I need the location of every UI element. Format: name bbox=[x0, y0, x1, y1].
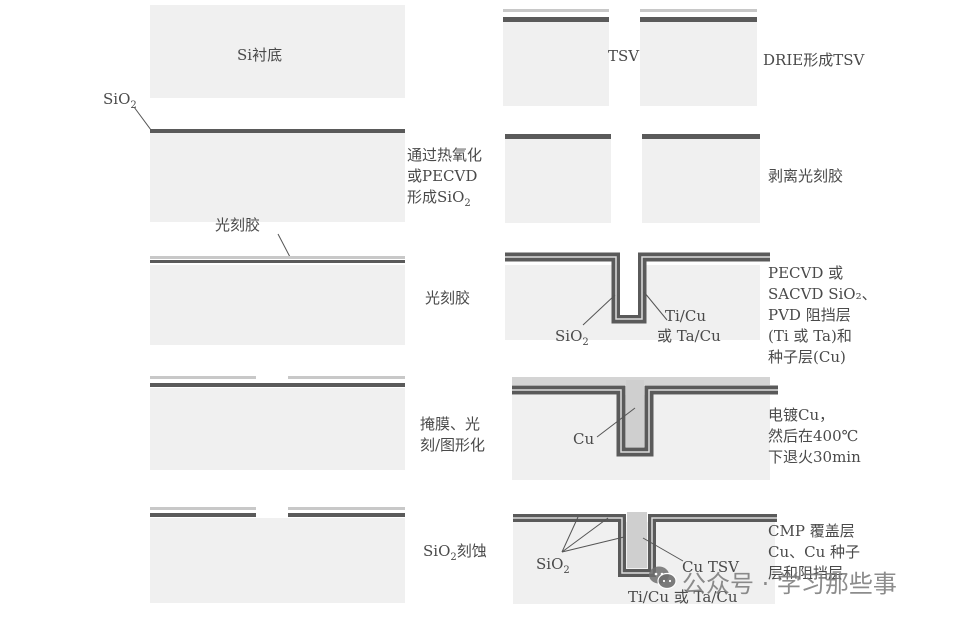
cu-label-step9: Cu bbox=[573, 430, 595, 448]
step4-description: 掩膜、光 刻/图形化 bbox=[420, 415, 486, 454]
si-left-step7 bbox=[505, 139, 611, 223]
photoresist-right-step6 bbox=[640, 9, 757, 12]
step10-description: CMP 覆盖层 Cu、Cu 种子 层和阻挡层 bbox=[768, 522, 861, 582]
liner-barrier-layers-step8 bbox=[505, 250, 770, 324]
sio2-left-step6 bbox=[503, 17, 609, 22]
si-right-step6 bbox=[640, 22, 757, 106]
sio2-layer-step2 bbox=[150, 129, 405, 133]
sio2-right-step5 bbox=[288, 513, 405, 517]
photoresist-left-step6 bbox=[503, 9, 609, 12]
photoresist-right-step5 bbox=[288, 507, 405, 510]
si-substrate-step1 bbox=[150, 5, 405, 98]
sio2-right-step6 bbox=[640, 17, 757, 22]
sio2-layer-step4 bbox=[150, 383, 405, 387]
watermark-text: 公众号 · 学习那些事 bbox=[682, 570, 897, 598]
barrier-label-step10: Ti/Cu 或 Ta/Cu bbox=[628, 588, 738, 606]
liner-barrier-layers-step9 bbox=[512, 380, 778, 457]
cu-leader-step9 bbox=[596, 407, 636, 438]
photoresist-leader-line bbox=[277, 233, 291, 258]
step9-description: 电镀Cu， 然后在400℃ 下退火30min bbox=[768, 406, 861, 466]
step6-description: DRIE形成TSV bbox=[763, 51, 865, 69]
step7-description: 剥离光刻胶 bbox=[768, 167, 844, 185]
sio2-left-step5 bbox=[150, 513, 256, 517]
barrier-leader-step8 bbox=[643, 291, 668, 321]
step5-description: SiO2刻蚀 bbox=[423, 542, 487, 563]
photoresist-label: 光刻胶 bbox=[215, 216, 261, 234]
sio2-label-step8: SiO2 bbox=[555, 327, 589, 348]
sio2-layer-step3 bbox=[150, 260, 405, 263]
si-substrate-step4 bbox=[150, 388, 405, 470]
sio2-label-step10: SiO2 bbox=[536, 555, 570, 576]
step2-description: 通过热氧化 或PECVD 形成SiO2 bbox=[407, 146, 483, 209]
sio2-leaders-step10 bbox=[561, 516, 625, 553]
si-substrate-step3 bbox=[150, 265, 405, 345]
photoresist-layer-step3 bbox=[150, 256, 405, 259]
si-left-step6 bbox=[503, 22, 609, 106]
barrier-label-line1-step8: Ti/Cu bbox=[665, 307, 706, 325]
barrier-label-line2-step8: 或 Ta/Cu bbox=[657, 327, 721, 345]
photoresist-left-step4 bbox=[150, 376, 256, 379]
photoresist-right-step4 bbox=[288, 376, 405, 379]
si-substrate-step5 bbox=[150, 518, 405, 603]
step3-description: 光刻胶 bbox=[425, 289, 471, 307]
sio2-layer-step10 bbox=[513, 512, 777, 577]
sio2-left-step7 bbox=[505, 134, 611, 139]
si-substrate-label: Si衬底 bbox=[237, 46, 283, 64]
sio2-leader-step8 bbox=[582, 294, 616, 326]
photoresist-left-step5 bbox=[150, 507, 256, 510]
cu-tsv-label-step10: Cu TSV bbox=[682, 558, 740, 576]
step8-description: PECVD 或 SACVD SiO₂、 PVD 阻挡层 (Ti 或 Ta)和 种… bbox=[768, 264, 877, 366]
sio2-leader-line bbox=[133, 106, 152, 131]
cu-tsv-leader-step10 bbox=[642, 537, 684, 562]
si-substrate-step2 bbox=[150, 132, 405, 222]
sio2-right-step7 bbox=[642, 134, 760, 139]
tsv-label: TSV bbox=[608, 47, 640, 65]
si-right-step7 bbox=[642, 139, 760, 223]
sio2-label: SiO2 bbox=[103, 90, 137, 111]
wechat-icon bbox=[649, 566, 677, 590]
